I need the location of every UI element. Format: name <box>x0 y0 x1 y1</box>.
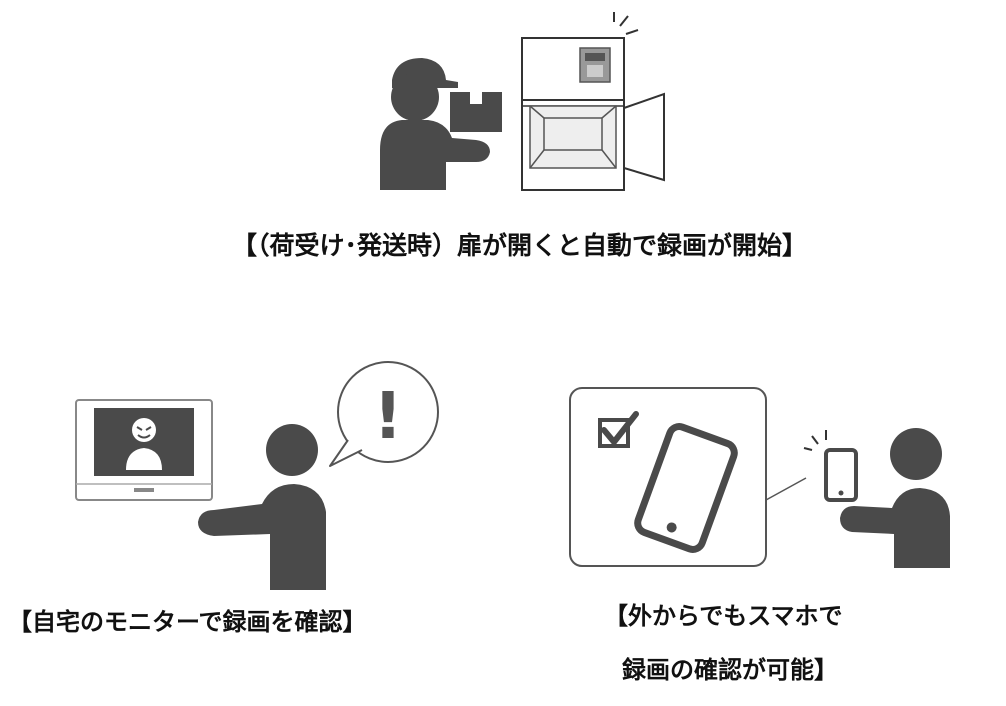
smartphone-caption-line1: 【外からでもスマホで <box>604 602 843 630</box>
alert-speech-bubble: ! <box>329 361 439 467</box>
recording-check-panel <box>569 387 767 567</box>
delivery-scene <box>380 12 665 191</box>
delivery-person-icon <box>380 58 490 190</box>
home-monitor-icon <box>75 399 213 501</box>
monitor-scene: ! <box>75 361 439 590</box>
checkbox-checked-icon <box>598 411 639 448</box>
connector-line <box>765 477 807 501</box>
delivery-locker-icon <box>521 12 665 191</box>
monitor-caption: 【自宅のモニターで録画を確認】 <box>8 608 367 636</box>
alert-exclamation-icon: ! <box>373 380 402 454</box>
smartphone-caption-line2: 録画の確認が可能】 <box>622 656 838 684</box>
delivery-caption: 【（荷受け･発送時）扉が開くと自動で録画が開始】 <box>232 231 808 260</box>
remote-person-icon <box>840 428 950 568</box>
parcel-box-icon <box>450 92 502 132</box>
smartphone-small-icon <box>803 430 858 502</box>
smartphone-large-icon <box>634 423 738 553</box>
resident-person-icon <box>198 424 326 590</box>
smartphone-scene <box>569 387 950 568</box>
